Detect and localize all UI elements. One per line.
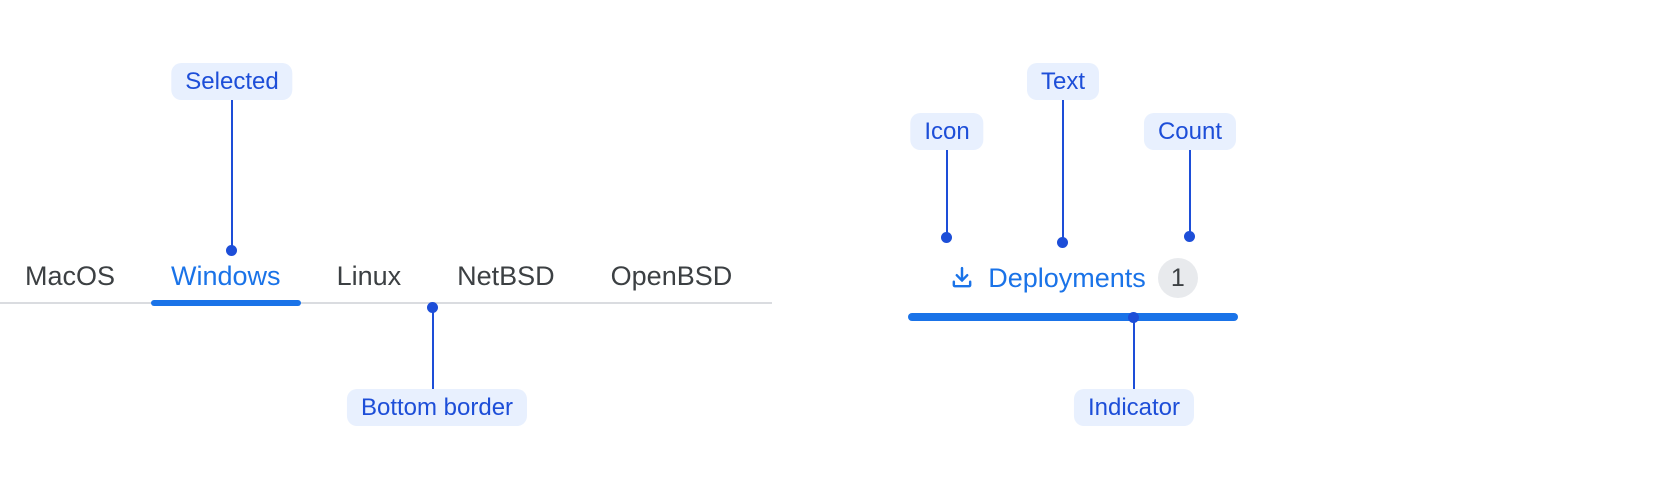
- annotation-icon-line: [946, 150, 948, 234]
- download-icon: [948, 264, 976, 292]
- annotation-icon-label: Icon: [910, 113, 984, 150]
- annotation-indicator-dot: [1128, 312, 1139, 323]
- annotation-selected-line: [231, 100, 233, 246]
- annotation-count-line: [1189, 150, 1191, 233]
- annotation-text-dot: [1057, 237, 1068, 248]
- annotation-text-line: [1062, 100, 1064, 239]
- annotation-selected-label: Selected: [171, 63, 293, 100]
- annotation-indicator-line: [1133, 318, 1135, 389]
- annotation-bottom-border-line: [432, 308, 434, 389]
- count-badge: 1: [1157, 258, 1198, 298]
- annotation-text-label: Text: [1026, 63, 1100, 100]
- annotation-selected-dot: [226, 245, 237, 256]
- os-tabbar: MacOS Windows Linux NetBSD OpenBSD: [0, 248, 772, 306]
- selection-indicator: [908, 313, 1238, 321]
- annotation-count-label: Count: [1143, 113, 1237, 150]
- tab-deployments-label: Deployments: [988, 262, 1146, 293]
- tab-deployments[interactable]: Deployments 1: [908, 250, 1238, 321]
- tab-openbsd[interactable]: OpenBSD: [610, 261, 733, 291]
- tab-linux[interactable]: Linux: [336, 261, 402, 291]
- tab-netbsd[interactable]: NetBSD: [457, 261, 555, 291]
- annotation-count-dot: [1184, 231, 1195, 242]
- tab-macos[interactable]: MacOS: [25, 261, 116, 291]
- tab-windows[interactable]: Windows: [151, 248, 301, 306]
- annotation-indicator-label: Indicator: [1073, 389, 1195, 426]
- annotation-icon-dot: [941, 232, 952, 243]
- annotation-bottom-border-dot: [427, 302, 438, 313]
- annotation-bottom-border-label: Bottom border: [346, 389, 528, 426]
